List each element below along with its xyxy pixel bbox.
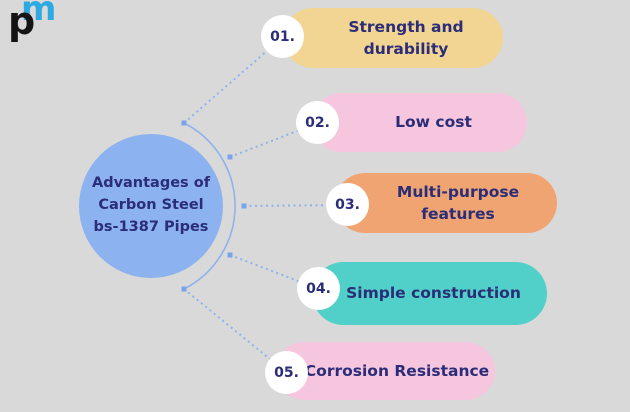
- pill-label: Strength and durability: [348, 17, 464, 58]
- number-badge-02: 02.: [296, 101, 339, 144]
- pill-label: Low cost: [395, 113, 472, 132]
- arc-node-3: [241, 203, 247, 209]
- hub-title: Advantages of Carbon Steel bs-1387 Pipes: [91, 175, 211, 235]
- number-badge-03: 03.: [326, 183, 369, 226]
- logo-letter-p: p: [8, 0, 36, 43]
- pill-label: Simple construction: [346, 284, 521, 303]
- logo-letter-m: m: [21, 0, 57, 29]
- pill-strength-durability: Strength and durability: [283, 8, 503, 68]
- arc-node-4: [227, 252, 233, 258]
- number-badge-05: 05.: [265, 351, 308, 394]
- arc-node-2: [227, 154, 233, 160]
- pill-corrosion-resistance: Corrosion Resistance: [275, 342, 495, 400]
- arc-node-1: [181, 120, 187, 126]
- pill-multi-purpose: Multi-purpose features: [335, 173, 557, 233]
- pipingmart-logo: m p: [8, 0, 57, 56]
- arc-node-5: [181, 286, 187, 292]
- hub-circle: Advantages of Carbon Steel bs-1387 Pipes: [79, 134, 223, 278]
- pill-low-cost: Low cost: [312, 93, 527, 152]
- pill-label: Multi-purpose features: [396, 182, 520, 223]
- number-badge-04: 04.: [297, 267, 340, 310]
- number-badge-01: 01.: [261, 15, 304, 58]
- pill-simple-construction: Simple construction: [312, 262, 547, 325]
- pill-label: Corrosion Resistance: [304, 361, 490, 380]
